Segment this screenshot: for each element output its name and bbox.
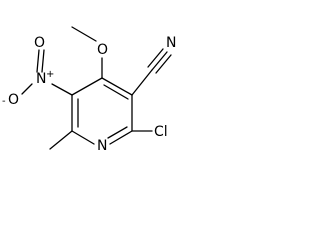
bond-c5-nitro-n bbox=[51, 83, 73, 96]
bond-cn-triple-3 bbox=[155, 54, 172, 74]
atom-chlorine: Cl bbox=[154, 124, 168, 140]
atom-methoxy-o: O bbox=[97, 42, 108, 58]
bond-c3-cn bbox=[131, 69, 153, 96]
bond-n1-c6 bbox=[71, 130, 95, 145]
bond-nitro-o-top-2 bbox=[36, 49, 40, 73]
atom-nitrile-n: N bbox=[166, 35, 176, 51]
bond-c5-c4 bbox=[71, 77, 103, 96]
charge-nitro-n: + bbox=[46, 69, 54, 80]
bond-o-ch3 bbox=[71, 26, 97, 42]
atom-ring-n: N bbox=[97, 138, 107, 154]
bond-c2-n1-inner bbox=[107, 126, 128, 139]
bond-cn-triple-1 bbox=[151, 51, 168, 71]
bond-nitro-o-top-1 bbox=[41, 49, 45, 73]
atom-nitro-o-top: O bbox=[34, 35, 45, 51]
bond-c4-c3 bbox=[101, 77, 133, 96]
substituent-bonds bbox=[21, 26, 172, 150]
ring-bonds bbox=[71, 77, 133, 145]
bond-c6-ch3 bbox=[49, 130, 73, 150]
atom-nitro-n: N bbox=[36, 71, 46, 87]
chemical-structure: N O N Cl N + O O - bbox=[2, 26, 176, 154]
charge-nitro-o-left: - bbox=[2, 96, 6, 107]
atom-labels: N O N Cl N + O O - bbox=[2, 35, 176, 154]
bond-nitro-o-left bbox=[21, 83, 33, 95]
bond-c4-c3-inner bbox=[103, 84, 129, 100]
bond-cn-triple-2 bbox=[147, 48, 164, 68]
atom-nitro-o-left: O bbox=[8, 92, 19, 108]
bond-c2-n1 bbox=[109, 130, 133, 145]
